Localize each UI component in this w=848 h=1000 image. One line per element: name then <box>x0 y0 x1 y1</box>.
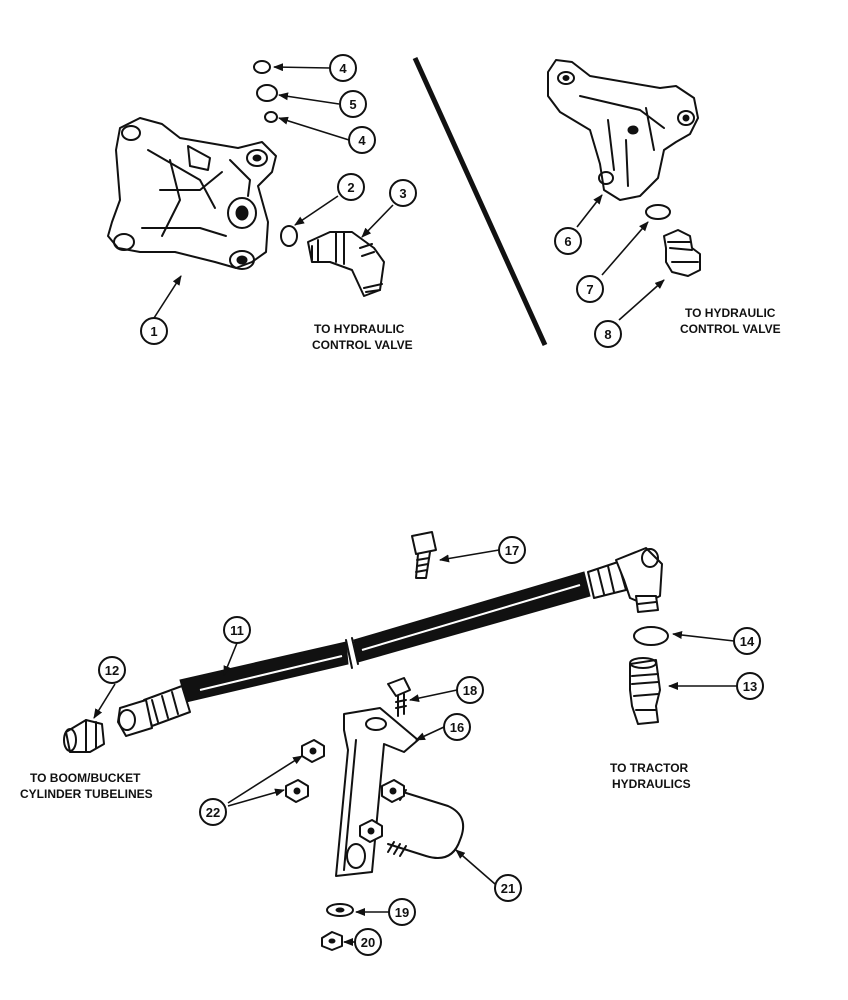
callout-8-label: 8 <box>604 327 611 342</box>
callout-4-label: 4 <box>339 61 347 76</box>
callout-1: 1 <box>140 317 168 345</box>
callout-17-label: 17 <box>505 543 519 558</box>
hose-right-elbow-part <box>587 547 663 613</box>
label-tractor-line2: HYDRAULICS <box>612 777 691 791</box>
callout-11: 11 <box>223 616 251 644</box>
elbow-fitting-part <box>307 231 385 297</box>
o-ring-part <box>633 626 669 646</box>
callout-5-label: 5 <box>349 97 356 112</box>
callout-3: 3 <box>389 179 417 207</box>
screw-part <box>387 677 411 717</box>
label-hydraulic-right-line2: CONTROL VALVE <box>680 322 781 336</box>
washer-hole <box>335 907 345 913</box>
seal-ring-part <box>253 60 271 74</box>
nut-part <box>301 739 325 763</box>
callout-6-label: 6 <box>564 234 571 249</box>
callout-1-label: 1 <box>150 324 157 339</box>
label-hydraulic-left-line1: TO HYDRAULIC <box>314 322 405 336</box>
o-ring-part <box>645 204 671 220</box>
callout-8: 8 <box>594 320 622 348</box>
hose-left-fitting-part <box>117 685 191 737</box>
label-tractor-line1: TO TRACTOR <box>610 761 689 775</box>
callout-11-label: 11 <box>230 623 244 638</box>
callout-2-label: 2 <box>347 180 354 195</box>
callout-13: 13 <box>736 672 764 700</box>
callout-19: 19 <box>388 898 416 926</box>
straight-fitting-part <box>663 229 701 277</box>
callout-16: 16 <box>443 713 471 741</box>
tractor-fitting-part <box>629 657 661 725</box>
callout-3-label: 3 <box>399 186 406 201</box>
label-boom-line2: CYLINDER TUBELINES <box>20 787 153 801</box>
callout-14: 14 <box>733 627 761 655</box>
bracket-part <box>335 707 419 877</box>
callouts: 1 2 3 4 5 4 6 7 8 11 12 13 14 16 17 18 1… <box>98 54 764 956</box>
callout-5: 5 <box>339 90 367 118</box>
callout-6: 6 <box>554 227 582 255</box>
callout-12: 12 <box>98 656 126 684</box>
callout-4: 4 <box>329 54 357 82</box>
small-nut-part <box>321 931 343 951</box>
nut-part <box>285 779 309 803</box>
callout-7: 7 <box>576 275 604 303</box>
label-hydraulic-right-line1: TO HYDRAULIC <box>685 306 776 320</box>
callout-19-label: 19 <box>395 905 409 920</box>
callout-21-label: 21 <box>501 881 515 896</box>
callout-4b: 4 <box>348 126 376 154</box>
label-hydraulic-left-line2: CONTROL VALVE <box>312 338 413 352</box>
seal-ring-part <box>264 111 278 123</box>
callout-13-label: 13 <box>743 679 757 694</box>
callout-21: 21 <box>494 874 522 902</box>
callout-22-label: 22 <box>206 805 220 820</box>
callout-17: 17 <box>498 536 526 564</box>
bolt-part <box>411 531 437 579</box>
adapter-part <box>63 719 105 753</box>
callout-18-label: 18 <box>463 683 477 698</box>
callout-12-label: 12 <box>105 663 119 678</box>
callout-14-label: 14 <box>740 634 755 649</box>
callout-20-label: 20 <box>361 935 375 950</box>
label-boom-line1: TO BOOM/BUCKET <box>30 771 141 785</box>
callout-16-label: 16 <box>450 720 464 735</box>
callout-22: 22 <box>199 798 227 826</box>
leader-lines <box>93 63 737 946</box>
manifold-block-part <box>107 117 277 270</box>
callout-7-label: 7 <box>586 282 593 297</box>
casting-part <box>547 59 699 201</box>
o-ring-part <box>280 225 298 247</box>
nut-part <box>381 779 405 803</box>
callout-4b-label: 4 <box>358 133 366 148</box>
nut-part <box>359 819 383 843</box>
backup-ring-part <box>256 84 278 102</box>
callout-18: 18 <box>456 676 484 704</box>
callout-2: 2 <box>337 173 365 201</box>
section-divider <box>412 56 548 347</box>
callout-20: 20 <box>354 928 382 956</box>
